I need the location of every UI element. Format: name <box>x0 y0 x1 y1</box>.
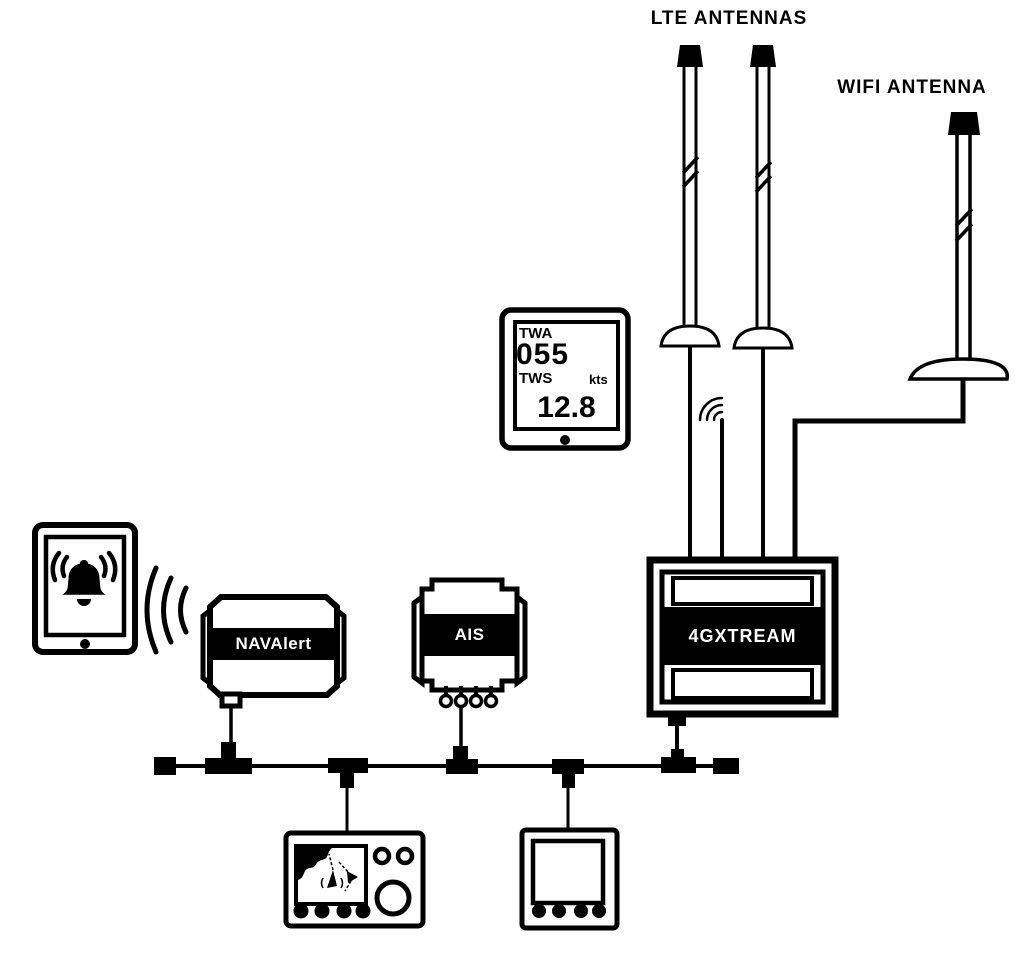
terminator-icon <box>713 758 739 774</box>
landmass <box>298 848 332 880</box>
alarm-bell-icon <box>50 550 118 606</box>
antenna-cables <box>688 340 966 563</box>
tee-connector-icon <box>205 742 252 774</box>
display-screen <box>513 320 620 431</box>
instrument-display-device <box>519 827 620 931</box>
wifi-signal-icon <box>698 396 724 564</box>
label-band <box>662 607 823 665</box>
rotary-knob-icon <box>374 879 412 917</box>
lte-antennas-label: LTE ANTENNAS <box>650 8 808 29</box>
twa-label: TWA <box>519 325 553 342</box>
tws-value: 12.8 <box>537 391 596 424</box>
tee-connector-icon <box>328 758 368 788</box>
nmea-connector <box>668 712 686 726</box>
button-icon <box>395 846 415 866</box>
button-icon <box>372 846 392 866</box>
home-button-icon <box>560 435 570 445</box>
navalert-label: NAVAlert <box>235 634 312 653</box>
terminator-icon <box>154 757 176 775</box>
blank-screen <box>530 838 606 906</box>
wireless-waves-icon <box>144 565 189 655</box>
alert-tablet <box>32 522 138 655</box>
wifi-cable <box>792 375 966 563</box>
ais-label: AIS <box>454 625 485 644</box>
wifi-antenna <box>907 112 1009 381</box>
tws-label: TWS <box>519 370 553 387</box>
antenna-base <box>659 324 721 348</box>
connector-row <box>438 686 499 709</box>
antenna-cap <box>948 112 980 135</box>
lte-antenna-2 <box>732 45 794 350</box>
label-band <box>210 628 337 660</box>
wifi-antenna-label: WIFI ANTENNA <box>837 77 987 98</box>
softkey-buttons <box>532 904 606 918</box>
tws-unit: kts <box>589 372 608 387</box>
tee-connector-icon <box>446 746 478 774</box>
nmea-backbone <box>154 742 739 835</box>
antenna-base <box>907 357 1009 381</box>
tee-connector-icon <box>661 749 696 773</box>
home-button-icon <box>80 639 90 649</box>
lte-antenna-1 <box>659 45 721 348</box>
antenna-cap <box>677 45 703 67</box>
twa-value: 055 <box>516 338 570 371</box>
nmea-connector <box>219 691 243 709</box>
navalert-device <box>200 594 347 758</box>
router-device <box>646 556 839 760</box>
antenna-cap <box>750 45 776 67</box>
softkey-buttons <box>293 903 371 919</box>
wind-display-device <box>499 307 631 451</box>
ais-device <box>411 577 528 760</box>
chartplotter-device <box>283 830 426 929</box>
antenna-base <box>732 326 794 350</box>
tee-connector-icon <box>552 759 584 788</box>
vessel-targets <box>320 853 358 892</box>
router-label: 4GXTREAM <box>688 626 797 646</box>
label-band <box>422 614 517 656</box>
